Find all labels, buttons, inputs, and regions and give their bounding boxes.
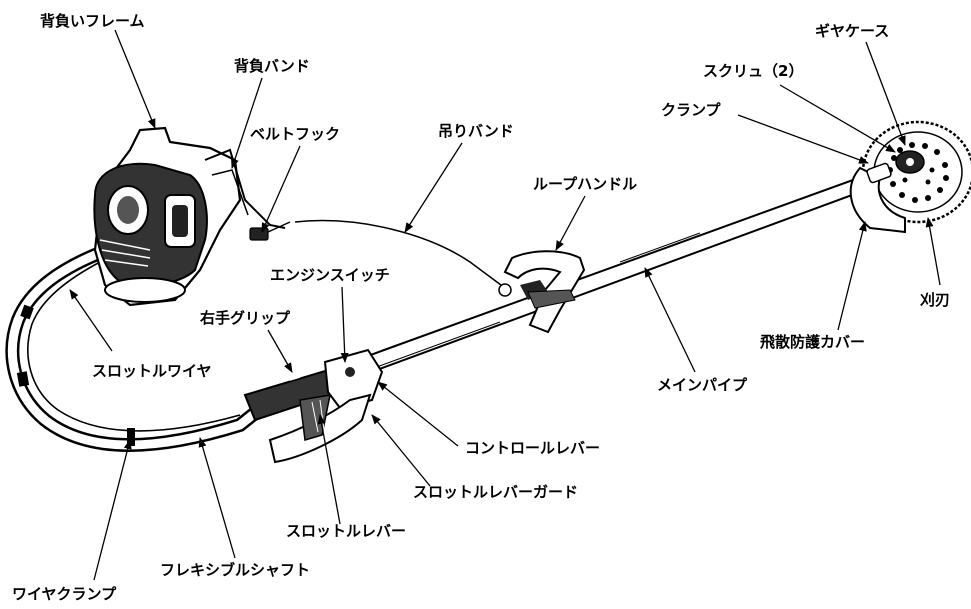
wire-clamp-2 xyxy=(127,428,135,446)
hanging-band-drawing xyxy=(294,219,506,289)
cutting-head-drawing xyxy=(849,120,971,234)
label-screw: スクリュ（2） xyxy=(703,62,804,80)
label-gear-case: ギヤケース xyxy=(815,22,890,40)
label-control-lever: コントロールレバー xyxy=(465,439,601,457)
label-engine-switch: エンジンスイッチ xyxy=(270,266,390,284)
leader-lines xyxy=(69,29,941,581)
label-flexible-shaft: フレキシブルシャフト xyxy=(160,561,311,579)
label-wire-clamp: ワイヤクランプ xyxy=(12,585,117,603)
flexible-shaft-drawing xyxy=(5,248,272,452)
wire-clamp-1 xyxy=(16,371,30,387)
label-blade: 刈刃 xyxy=(920,291,951,309)
label-hanging-band: 吊りバンド xyxy=(438,122,514,140)
wire-clamp-3 xyxy=(20,304,34,320)
label-main-pipe: メインパイプ xyxy=(657,376,748,394)
label-clamp: クランプ xyxy=(661,101,721,119)
loop-handle-drawing xyxy=(498,250,586,334)
label-right-grip: 右手グリップ xyxy=(200,309,291,327)
label-loop-handle: ループハンドル xyxy=(533,175,638,193)
label-throttle-lever: スロットルレバー xyxy=(286,522,407,540)
backpack-engine-drawing xyxy=(93,126,291,307)
right-grip-drawing xyxy=(243,348,384,464)
label-backpack-band: 背負バンド xyxy=(234,57,310,75)
label-belt-hook: ベルトフック xyxy=(250,125,341,143)
label-backpack-frame: 背負いフレーム xyxy=(40,12,145,30)
label-throttle-wire: スロットルワイヤ xyxy=(92,362,212,380)
label-scatter-guard: 飛散防護カバー xyxy=(760,333,866,351)
label-throttle-lever-guard: スロットルレバーガード xyxy=(413,483,579,501)
